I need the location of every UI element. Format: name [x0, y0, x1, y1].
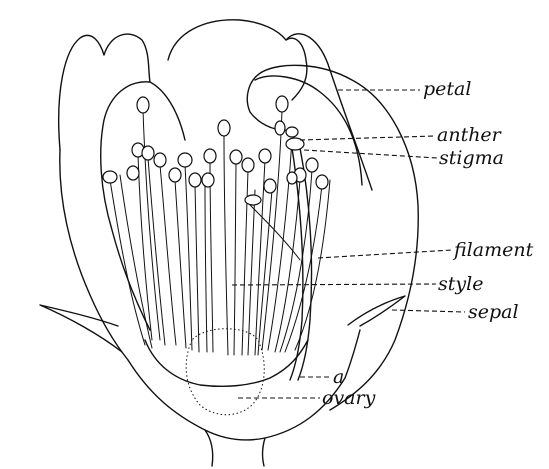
anther [242, 158, 254, 172]
filament [205, 185, 207, 352]
label-stigma: stigma [439, 147, 504, 169]
filament [143, 110, 160, 340]
petal-back-left [59, 34, 185, 150]
stigma-lobe [286, 127, 298, 137]
filament [175, 180, 186, 348]
anther [189, 173, 201, 187]
anther [137, 97, 149, 113]
petal-front-right [262, 65, 418, 410]
petals [59, 20, 419, 410]
anther [202, 173, 214, 187]
anther [275, 121, 285, 135]
anther [306, 158, 318, 172]
petal-front-right-inner [247, 72, 296, 130]
stalk-right [263, 438, 265, 466]
ovary-shape [186, 329, 264, 415]
anther [127, 166, 139, 180]
filament [295, 180, 330, 350]
filament [262, 110, 282, 350]
anther [230, 150, 242, 164]
anther [259, 149, 271, 163]
label-style: style [438, 273, 483, 295]
anther [142, 146, 154, 160]
leader-anther [300, 136, 435, 140]
petal-front-left [101, 82, 150, 330]
anther [103, 171, 117, 183]
ovary-outline [186, 329, 264, 415]
leader-stigma [304, 150, 437, 158]
anther [287, 172, 297, 184]
filament [110, 180, 145, 345]
filament [210, 160, 213, 352]
leader-sepal [392, 310, 465, 312]
label-anther: anther [437, 124, 503, 146]
anther [316, 175, 328, 189]
label-sepal: sepal [468, 301, 519, 323]
petal-left-outer [60, 150, 128, 360]
anther [178, 153, 192, 167]
filament [195, 185, 199, 352]
filament [234, 162, 236, 355]
sepal-right [348, 296, 405, 326]
stalk-left [205, 430, 213, 466]
cup-inner [145, 340, 308, 386]
anther [204, 149, 216, 163]
sepals [40, 296, 405, 466]
anther [276, 96, 288, 112]
anther [245, 195, 261, 205]
anther [264, 179, 276, 193]
leader-style [232, 284, 436, 285]
filament [224, 135, 228, 355]
stigma-shape [286, 127, 304, 150]
labels: petal anther stigma filament style sepal… [322, 78, 534, 409]
anther [218, 120, 230, 136]
leader-filament [318, 250, 452, 258]
label-ovary: ovary [322, 387, 376, 409]
label-petal: petal [423, 78, 471, 100]
anther [154, 153, 166, 167]
sepal-left [40, 305, 122, 352]
label-filament: filament [452, 239, 534, 261]
petal-back-center [168, 20, 307, 100]
anther [169, 168, 181, 182]
filament [148, 158, 165, 345]
filament [248, 190, 255, 355]
petal-back-right [286, 34, 372, 190]
filament [185, 165, 192, 350]
label-a: a [333, 366, 344, 388]
